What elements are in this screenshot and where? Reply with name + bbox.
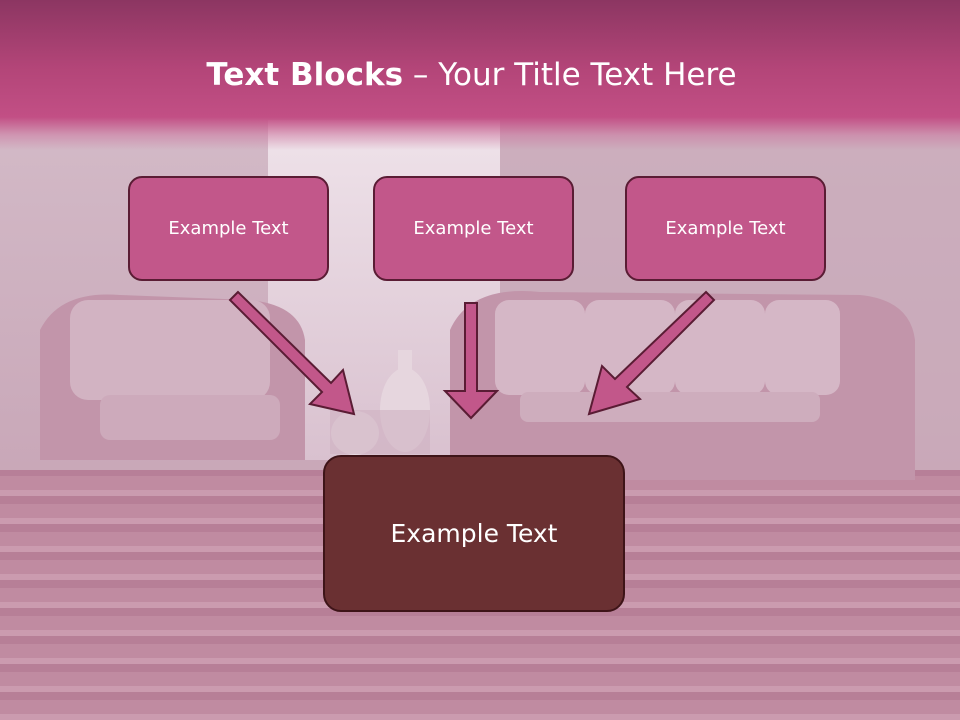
text-block-3[interactable]: Example Text	[625, 176, 826, 281]
text-block-2[interactable]: Example Text	[373, 176, 574, 281]
text-block-1-label: Example Text	[168, 218, 289, 239]
text-block-result-label: Example Text	[390, 519, 558, 548]
title-rest: Your Title Text Here	[438, 57, 737, 93]
text-block-result[interactable]: Example Text	[323, 455, 625, 612]
text-block-1[interactable]: Example Text	[128, 176, 329, 281]
text-block-2-label: Example Text	[413, 218, 534, 239]
arrow-middle	[442, 302, 500, 420]
arrow-right	[587, 290, 716, 416]
title-separator: –	[403, 57, 439, 93]
text-block-3-label: Example Text	[665, 218, 786, 239]
title-bar	[0, 0, 960, 150]
slide-title: Text Blocks – Your Title Text Here	[0, 54, 943, 96]
title-bold: Text Blocks	[206, 57, 404, 93]
arrow-left	[228, 290, 356, 416]
